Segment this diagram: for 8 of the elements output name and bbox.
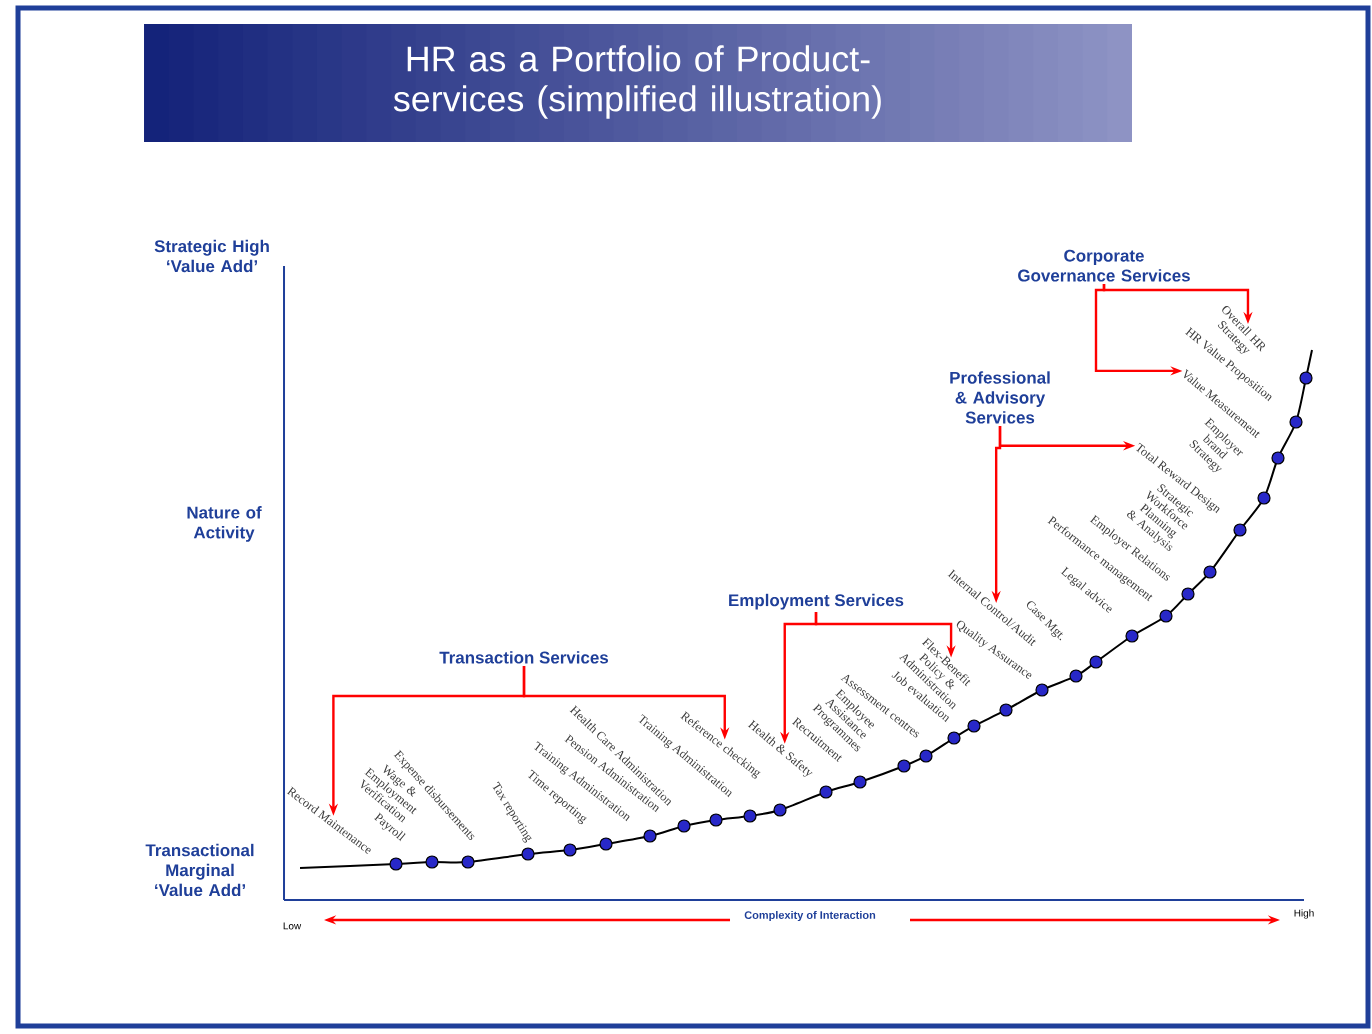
service-heading: Employment Services <box>729 593 904 610</box>
axis-label: Transactional Marginal ‘Value Add’ <box>145 843 254 897</box>
service-heading: Corporate Governance Services <box>1018 249 1190 282</box>
axis-label: Strategic High ‘Value Add’ <box>154 239 269 273</box>
axis-label: Nature of Activity <box>187 506 262 542</box>
service-heading: Professional & Advisory Services <box>950 371 1050 424</box>
title-banner: HR as a Portfolio of Product-services (simplified illustration) <box>144 24 1132 142</box>
service-heading: Transaction Services <box>439 651 608 664</box>
